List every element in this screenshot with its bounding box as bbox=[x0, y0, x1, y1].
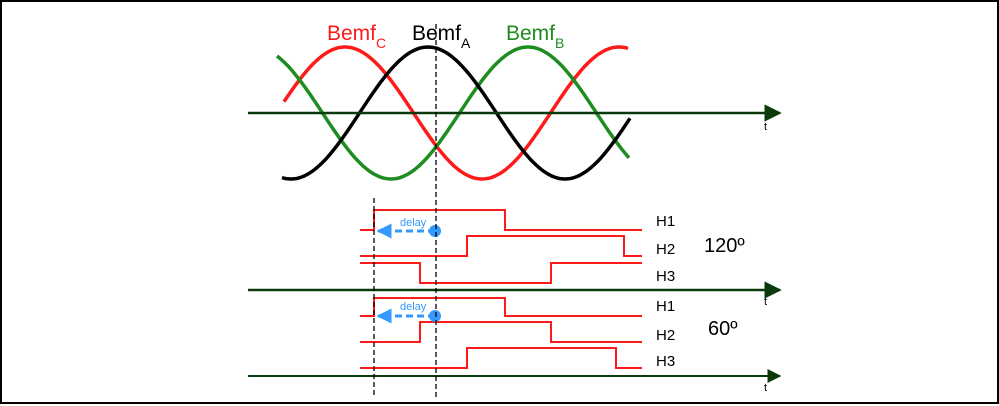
bemf-b-wave bbox=[275, 45, 631, 181]
hall-60-h3-label: H3 bbox=[656, 353, 675, 370]
hall-60-h1-trace bbox=[360, 297, 642, 317]
bemf-b-label: BemfB bbox=[506, 22, 564, 51]
guide-lines bbox=[373, 24, 437, 398]
bemf-c-label: BemfC bbox=[327, 22, 386, 51]
hall-60-h3-trace bbox=[360, 347, 642, 369]
time-axes: t t t bbox=[248, 104, 782, 394]
hall-60-h2-label: H2 bbox=[656, 327, 675, 344]
hall-120-h1-label: H1 bbox=[656, 213, 675, 230]
hall-120-signals: H1 H2 H3 120º bbox=[360, 209, 745, 285]
hall-120-axis-t-label: t bbox=[764, 296, 767, 308]
delay-label-120: delay bbox=[400, 217, 427, 229]
delay-label-60: delay bbox=[400, 301, 427, 313]
hall-120-angle-label: 120º bbox=[704, 235, 745, 257]
hall-60-h1-label: H1 bbox=[656, 298, 675, 315]
bemf-waves bbox=[275, 45, 632, 181]
hall-120-h1-trace bbox=[360, 209, 642, 231]
bemf-axis-t-label: t bbox=[764, 121, 767, 133]
bemf-a-wave bbox=[281, 45, 632, 181]
hall-120-h3-trace bbox=[360, 262, 642, 284]
hall-60-signals: H1 H2 H3 60º bbox=[360, 297, 738, 370]
delay-indicators: delay delay bbox=[376, 217, 441, 324]
hall-60-angle-label: 60º bbox=[708, 318, 738, 340]
hall-120-h2-trace bbox=[360, 235, 642, 257]
delay-dot-120 bbox=[429, 225, 441, 237]
hall-120-h3-label: H3 bbox=[656, 268, 675, 285]
hall-60-axis-t-label: t bbox=[764, 382, 767, 394]
delay-dot-60 bbox=[429, 310, 441, 322]
hall-120-h2-label: H2 bbox=[656, 241, 675, 258]
hall-60-h2-trace bbox=[360, 321, 642, 343]
bemf-c-wave bbox=[282, 45, 629, 181]
